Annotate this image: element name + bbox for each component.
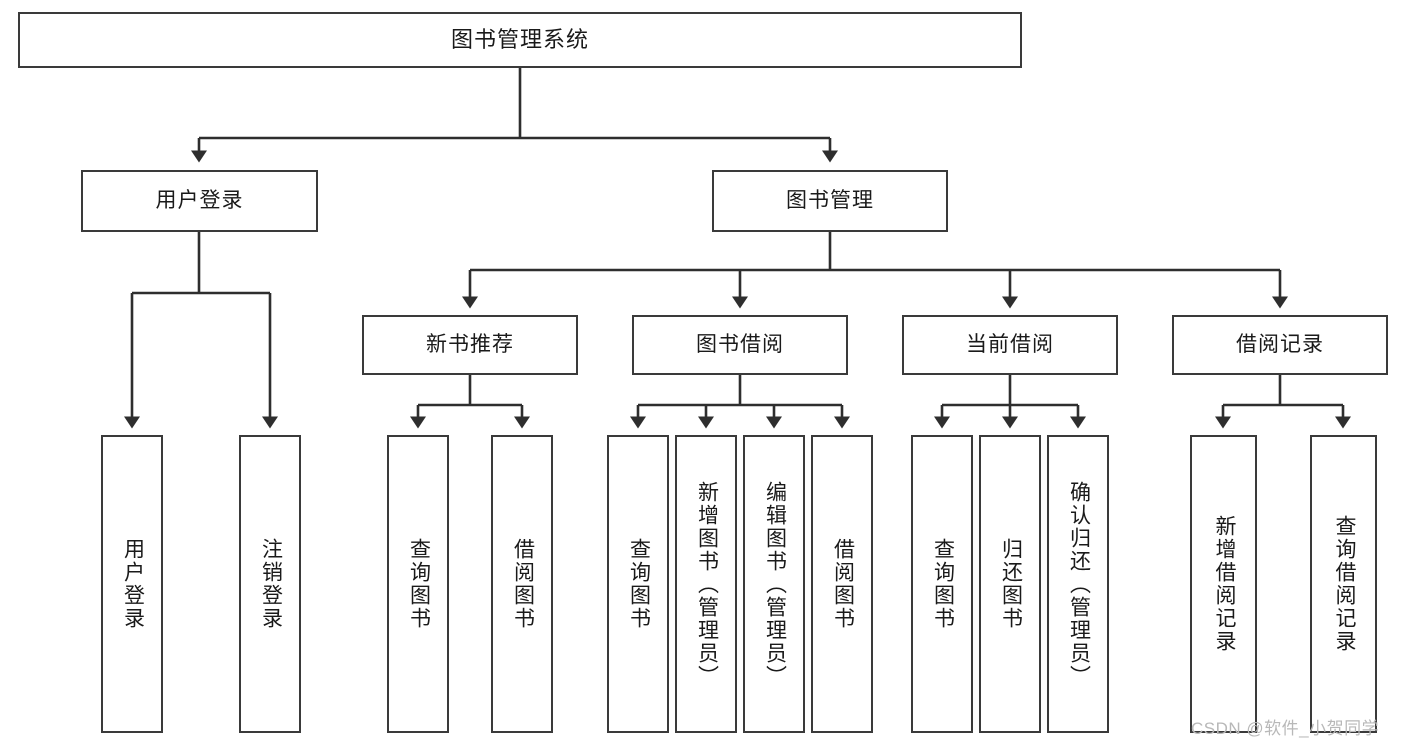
node-label: 确认归还（管理员）: [1067, 480, 1091, 688]
leaf-book-borrow-add-book-admin[interactable]: 新增图书（管理员）: [675, 435, 737, 733]
node-current-borrow[interactable]: 当前借阅: [902, 315, 1118, 375]
node-root-system[interactable]: 图书管理系统: [18, 12, 1022, 68]
leaf-user-login-logout[interactable]: 注销登录: [239, 435, 301, 733]
leaf-borrow-record-query-record[interactable]: 查询借阅记录: [1310, 435, 1377, 733]
node-label: 查询借阅记录: [1332, 515, 1356, 653]
node-label: 图书管理: [786, 189, 874, 213]
node-label: 借阅图书: [831, 538, 855, 630]
leaf-user-login-login[interactable]: 用户登录: [101, 435, 163, 733]
node-label: 查询图书: [627, 538, 651, 630]
node-label: 当前借阅: [966, 333, 1054, 357]
node-book-borrow[interactable]: 图书借阅: [632, 315, 848, 375]
node-label: 借阅记录: [1236, 333, 1324, 357]
leaf-current-borrow-query-book[interactable]: 查询图书: [911, 435, 973, 733]
leaf-new-book-borrow-book[interactable]: 借阅图书: [491, 435, 553, 733]
leaf-current-borrow-return-book[interactable]: 归还图书: [979, 435, 1041, 733]
node-label: 新增借阅记录: [1212, 515, 1236, 653]
leaf-book-borrow-query-book[interactable]: 查询图书: [607, 435, 669, 733]
watermark: CSDN @软件_小贺同学: [1191, 719, 1380, 738]
leaf-current-borrow-confirm-return-admin[interactable]: 确认归还（管理员）: [1047, 435, 1109, 733]
leaf-borrow-record-add-record[interactable]: 新增借阅记录: [1190, 435, 1257, 733]
node-borrow-record[interactable]: 借阅记录: [1172, 315, 1388, 375]
node-label: 注销登录: [259, 538, 283, 630]
node-label: 归还图书: [999, 538, 1023, 630]
node-label: 新增图书（管理员）: [695, 480, 719, 688]
node-label: 用户登录: [121, 538, 145, 630]
node-label: 用户登录: [155, 189, 244, 213]
leaf-book-borrow-edit-book-admin[interactable]: 编辑图书（管理员）: [743, 435, 805, 733]
leaf-new-book-query-book[interactable]: 查询图书: [387, 435, 449, 733]
node-book-management[interactable]: 图书管理: [712, 170, 948, 232]
node-label: 图书借阅: [696, 333, 784, 357]
node-new-book-recommend[interactable]: 新书推荐: [362, 315, 578, 375]
node-label: 查询图书: [931, 538, 955, 630]
node-label: 查询图书: [407, 538, 431, 630]
node-user-login[interactable]: 用户登录: [81, 170, 318, 232]
node-label: 新书推荐: [426, 333, 514, 357]
leaf-book-borrow-borrow-book[interactable]: 借阅图书: [811, 435, 873, 733]
node-label: 编辑图书（管理员）: [763, 480, 787, 688]
node-label: 图书管理系统: [450, 26, 589, 52]
node-label: 借阅图书: [511, 538, 535, 630]
